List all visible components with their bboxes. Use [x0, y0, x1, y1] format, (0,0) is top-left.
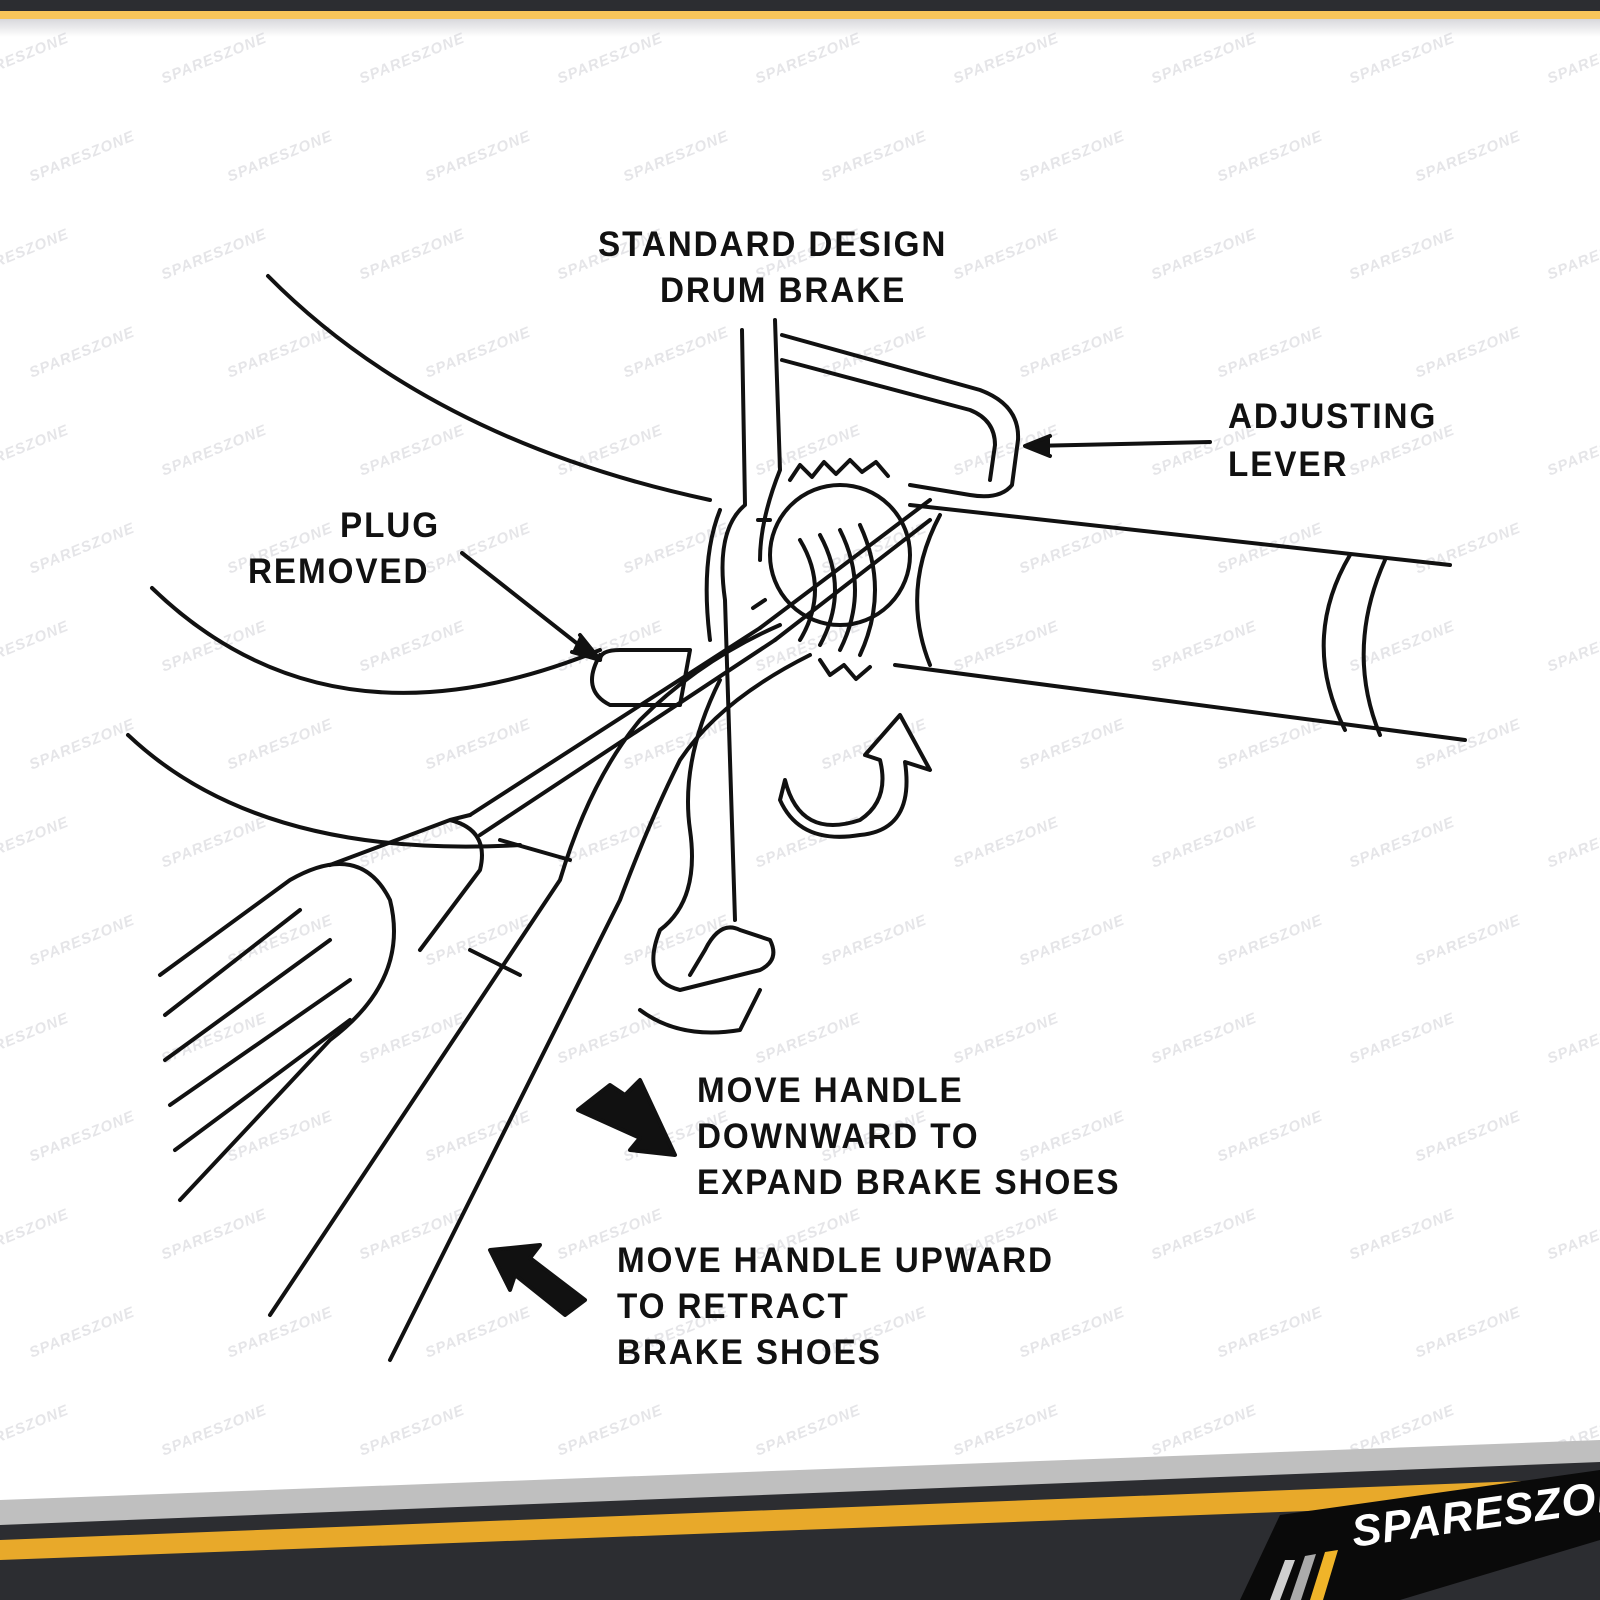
star-wheel [768, 483, 912, 627]
move-down-label-3: EXPAND BRAKE SHOES [697, 1163, 1121, 1202]
logo-stripe-icon [1270, 1560, 1295, 1600]
arrow-downward [576, 1078, 677, 1157]
move-up-label-3: BRAKE SHOES [617, 1333, 882, 1372]
plug-removed-label-1: PLUG [340, 506, 440, 545]
move-down-label-2: DOWNWARD TO [697, 1117, 980, 1156]
backing-plate [720, 328, 747, 922]
rotation-arrow [778, 713, 932, 839]
title-line-1: STANDARD DESIGN [598, 225, 948, 264]
top-bar [0, 0, 1600, 11]
top-accent-stripe [0, 11, 1600, 19]
move-up-label-1: MOVE HANDLE UPWARD [617, 1241, 1054, 1280]
top-shadow [0, 19, 1600, 37]
arrow-upward [488, 1243, 587, 1317]
adjusting-tool [268, 623, 812, 1362]
title-line-2: DRUM BRAKE [660, 271, 907, 310]
adjusting-lever-label-2: LEVER [1228, 445, 1349, 484]
move-up-label-2: TO RETRACT [617, 1287, 850, 1326]
lever-pointer-arrow [1028, 440, 1212, 448]
plug-removed-label-2: REMOVED [248, 552, 430, 591]
drum-arc-middle [150, 586, 602, 695]
adjusting-lever [780, 333, 1021, 499]
drum-arc-outer [266, 274, 712, 502]
adjuster-tube [893, 503, 1467, 742]
plug-pointer-arrow [460, 551, 600, 662]
move-down-label-1: MOVE HANDLE [697, 1071, 964, 1110]
adjusting-lever-label-1: ADJUSTING [1228, 397, 1438, 436]
drum-arc-inner [126, 733, 522, 849]
tool-handle [158, 862, 396, 1202]
hold-down-clip [638, 678, 776, 1035]
